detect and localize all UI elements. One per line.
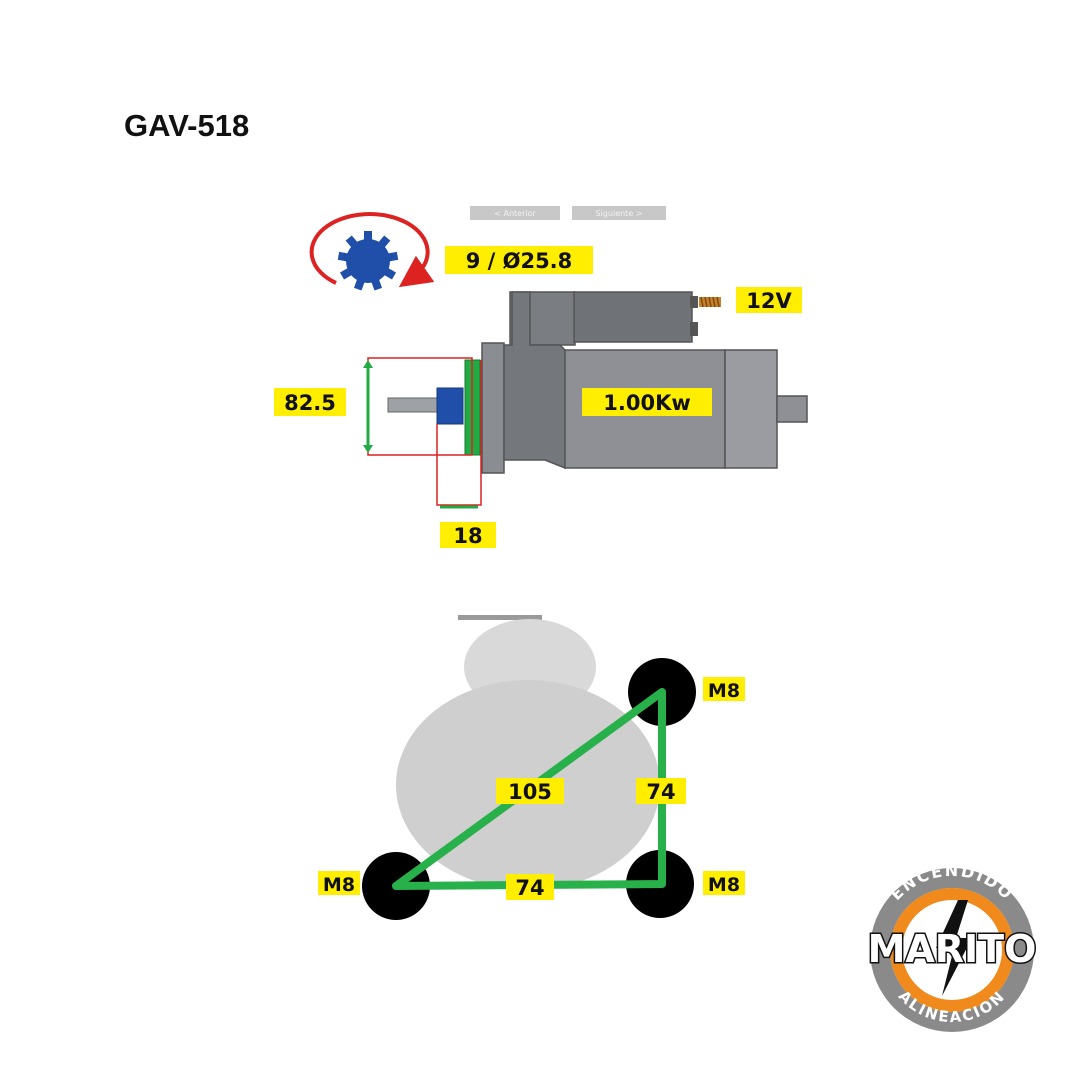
hole-bottom-right-label: M8 (708, 874, 740, 896)
pinion-gear (436, 387, 464, 425)
hole-bottom-left-label-bg (318, 871, 360, 895)
hole-top-right-label-bg (703, 677, 745, 701)
horizontal-label: 74 (515, 876, 544, 900)
prev-tab (470, 206, 560, 220)
pinion-gear-icon (337, 231, 399, 291)
voltage-label: 12V (746, 289, 792, 313)
vertical-label: 74 (646, 780, 675, 804)
hole-bottom-left-label: M8 (323, 874, 355, 896)
logo-brand-text: MARITO (868, 927, 1037, 971)
faded-nav-tabs: < Anterior Siguiente > (470, 206, 666, 220)
flange-height-label-bg (274, 388, 346, 416)
power-label: 1.00Kw (603, 391, 691, 415)
vertical-label-bg (636, 778, 686, 804)
pinion-label-bg (445, 246, 593, 274)
dimension-lines (363, 357, 482, 509)
pinion-offset-label: 18 (453, 524, 482, 548)
solenoid (509, 291, 721, 346)
prev-tab-label: < Anterior (494, 209, 536, 218)
pinion-offset-label-bg (440, 522, 496, 548)
power-label-bg (582, 388, 712, 416)
motor-body (387, 291, 808, 474)
voltage-label-bg (736, 287, 802, 313)
horizontal-label-bg (506, 874, 554, 900)
part-number-title: GAV-518 (124, 108, 250, 143)
pinion-spec-label: 9 / Ø25.8 (466, 249, 573, 273)
diagonal-label: 105 (508, 780, 552, 804)
terminal-spring-icon (699, 296, 721, 308)
next-tab (572, 206, 666, 220)
flange-height-label: 82.5 (284, 391, 336, 415)
diagonal-label-bg (496, 778, 564, 804)
rotation-direction-icon (309, 212, 435, 288)
hole-bottom-right-label-bg (703, 871, 745, 895)
marito-logo: ENCENDIDO ALINEACION MARITO (866, 861, 1038, 1032)
next-tab-label: Siguiente > (596, 209, 643, 218)
hole-top-right-label: M8 (708, 680, 740, 702)
